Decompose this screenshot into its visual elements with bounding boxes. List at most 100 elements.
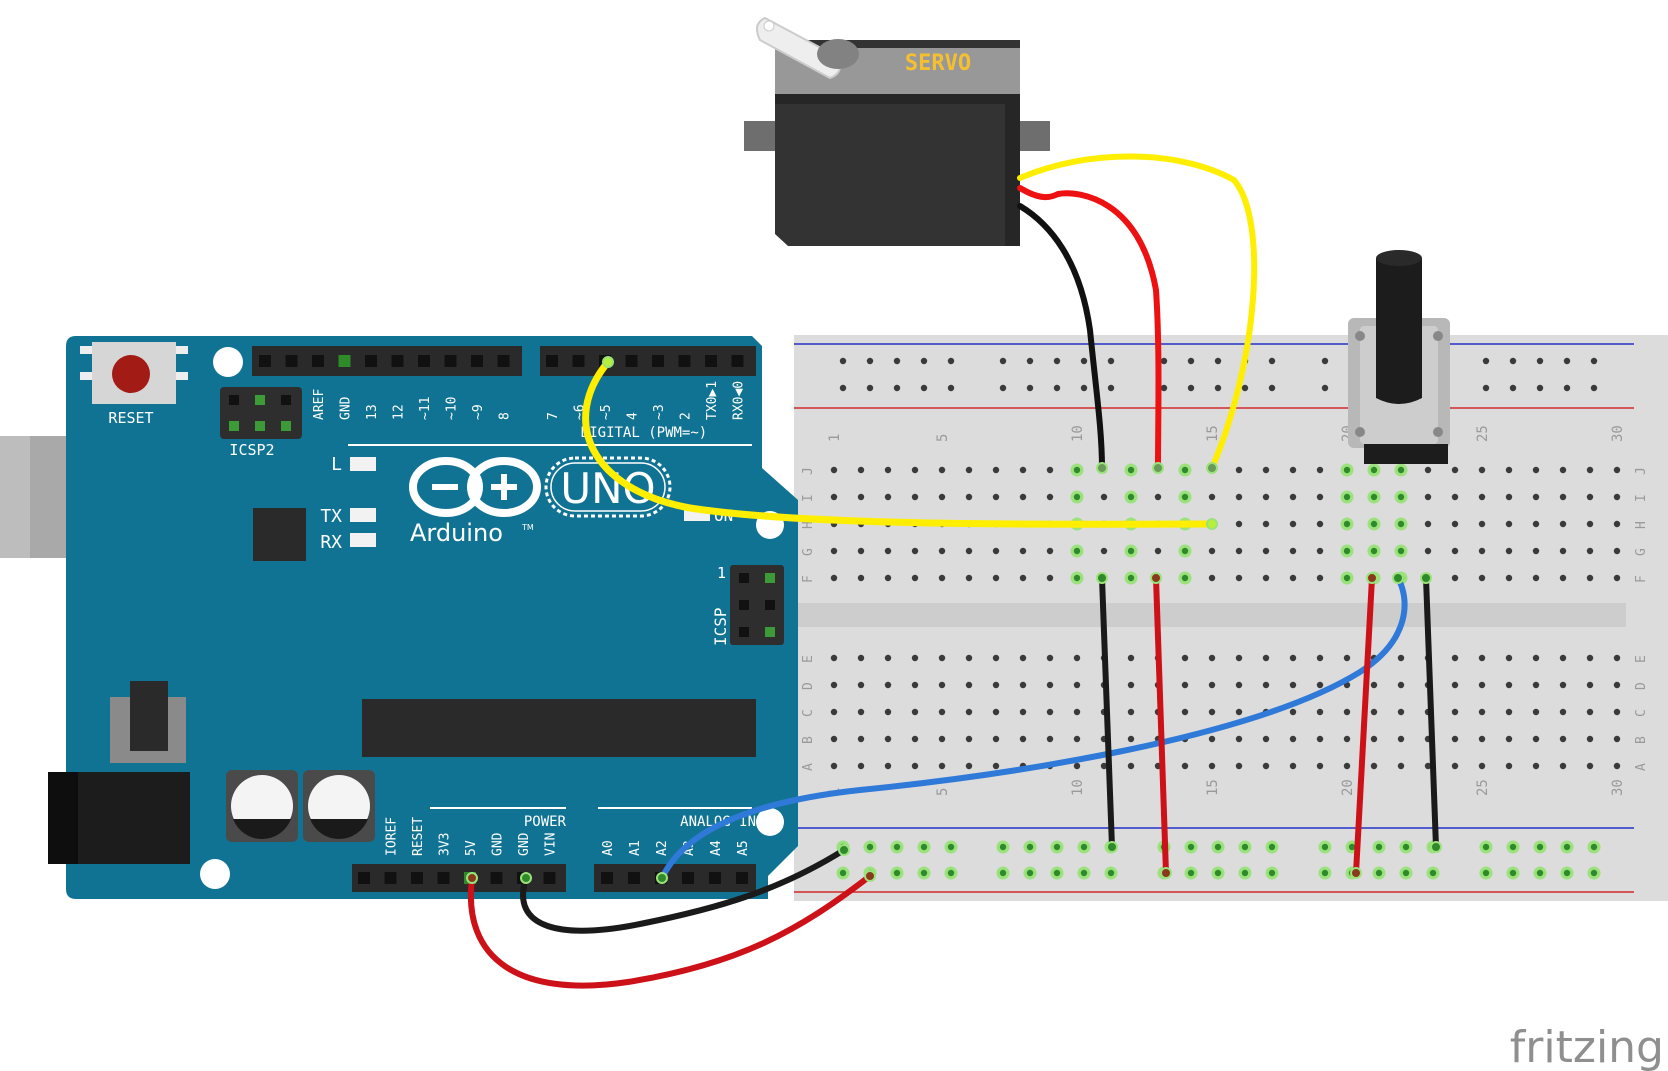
rail-hole[interactable] bbox=[1482, 843, 1490, 851]
wire-endpoint[interactable] bbox=[1392, 572, 1404, 584]
breadboard-hole[interactable] bbox=[1289, 654, 1297, 662]
breadboard-hole[interactable] bbox=[857, 681, 865, 689]
breadboard-hole[interactable] bbox=[1559, 466, 1567, 474]
header-socket[interactable] bbox=[338, 355, 351, 367]
rail-hole[interactable] bbox=[1026, 869, 1034, 877]
rail-hole[interactable] bbox=[920, 357, 928, 365]
breadboard-hole[interactable] bbox=[992, 493, 1000, 501]
breadboard-hole[interactable] bbox=[1019, 466, 1027, 474]
breadboard-hole[interactable] bbox=[1316, 762, 1324, 770]
breadboard-hole[interactable] bbox=[884, 681, 892, 689]
breadboard-hole[interactable] bbox=[1235, 735, 1243, 743]
breadboard-hole[interactable] bbox=[830, 681, 838, 689]
rail-hole[interactable] bbox=[866, 357, 874, 365]
breadboard-hole[interactable] bbox=[938, 466, 946, 474]
breadboard-hole[interactable] bbox=[1019, 574, 1027, 582]
rail-hole[interactable] bbox=[947, 843, 955, 851]
servo-lead-ground[interactable] bbox=[1017, 203, 1105, 471]
rail-hole[interactable] bbox=[999, 869, 1007, 877]
rail-hole[interactable] bbox=[1482, 869, 1490, 877]
breadboard-hole[interactable] bbox=[1370, 466, 1378, 474]
breadboard-hole[interactable] bbox=[1397, 762, 1405, 770]
jumper-red-col12[interactable] bbox=[1153, 575, 1169, 876]
breadboard-hole[interactable] bbox=[965, 493, 973, 501]
breadboard-hole[interactable] bbox=[1127, 466, 1135, 474]
breadboard-hole[interactable] bbox=[1397, 654, 1405, 662]
breadboard-hole[interactable] bbox=[1505, 574, 1513, 582]
power-socket[interactable] bbox=[411, 872, 423, 884]
breadboard-hole[interactable] bbox=[965, 466, 973, 474]
breadboard-hole[interactable] bbox=[1532, 574, 1540, 582]
breadboard-hole[interactable] bbox=[1019, 493, 1027, 501]
breadboard-hole[interactable] bbox=[1478, 574, 1486, 582]
breadboard-hole[interactable] bbox=[1343, 520, 1351, 528]
wire-endpoint[interactable] bbox=[1152, 462, 1164, 474]
breadboard-hole[interactable] bbox=[1208, 735, 1216, 743]
breadboard-hole[interactable] bbox=[1613, 735, 1621, 743]
breadboard-hole[interactable] bbox=[1478, 654, 1486, 662]
breadboard-hole[interactable] bbox=[1505, 547, 1513, 555]
breadboard-hole[interactable] bbox=[1235, 654, 1243, 662]
breadboard-hole[interactable] bbox=[857, 493, 865, 501]
breadboard-hole[interactable] bbox=[1208, 547, 1216, 555]
jumper-black-col23[interactable] bbox=[1423, 575, 1439, 850]
wire-endpoint[interactable] bbox=[864, 870, 876, 882]
breadboard-hole[interactable] bbox=[965, 547, 973, 555]
breadboard-hole[interactable] bbox=[965, 654, 973, 662]
breadboard-hole[interactable] bbox=[1532, 547, 1540, 555]
breadboard-hole[interactable] bbox=[1019, 681, 1027, 689]
breadboard-hole[interactable] bbox=[992, 681, 1000, 689]
header-socket[interactable] bbox=[418, 355, 430, 367]
analog-socket[interactable] bbox=[682, 872, 694, 884]
wire-endpoint[interactable] bbox=[838, 844, 850, 856]
breadboard-hole[interactable] bbox=[1370, 681, 1378, 689]
breadboard-hole[interactable] bbox=[965, 681, 973, 689]
rail-hole[interactable] bbox=[866, 843, 874, 851]
wire-endpoint[interactable] bbox=[520, 872, 532, 884]
breadboard-hole[interactable] bbox=[938, 574, 946, 582]
rail-hole[interactable] bbox=[1026, 357, 1034, 365]
breadboard-hole[interactable] bbox=[1208, 574, 1216, 582]
wire-endpoint[interactable] bbox=[1096, 572, 1108, 584]
wire-endpoint[interactable] bbox=[1150, 572, 1162, 584]
rail-hole[interactable] bbox=[866, 384, 874, 392]
header-socket[interactable] bbox=[652, 355, 664, 367]
breadboard-hole[interactable] bbox=[1532, 681, 1540, 689]
breadboard-hole[interactable] bbox=[1559, 654, 1567, 662]
reset-button-cap[interactable] bbox=[112, 355, 150, 393]
jumper-black-col10[interactable] bbox=[1099, 575, 1115, 850]
breadboard-hole[interactable] bbox=[1451, 654, 1459, 662]
potentiometer-knob[interactable] bbox=[1376, 258, 1422, 404]
breadboard-hole[interactable] bbox=[830, 574, 838, 582]
breadboard-hole[interactable] bbox=[1343, 654, 1351, 662]
rail-hole[interactable] bbox=[1590, 843, 1598, 851]
breadboard-hole[interactable] bbox=[857, 735, 865, 743]
breadboard-hole[interactable] bbox=[1235, 681, 1243, 689]
rail-hole[interactable] bbox=[1536, 357, 1544, 365]
breadboard-hole[interactable] bbox=[1559, 708, 1567, 716]
rail-hole[interactable] bbox=[1160, 384, 1168, 392]
rail-hole[interactable] bbox=[1187, 357, 1195, 365]
rail-hole[interactable] bbox=[1536, 843, 1544, 851]
icsp-pin[interactable] bbox=[765, 573, 775, 583]
breadboard-hole[interactable] bbox=[992, 708, 1000, 716]
breadboard-hole[interactable] bbox=[884, 574, 892, 582]
rail-hole[interactable] bbox=[920, 843, 928, 851]
breadboard-hole[interactable] bbox=[1370, 547, 1378, 555]
wire-endpoint[interactable] bbox=[466, 872, 478, 884]
rail-hole[interactable] bbox=[1241, 384, 1249, 392]
breadboard-hole[interactable] bbox=[1073, 493, 1081, 501]
rail-hole[interactable] bbox=[999, 384, 1007, 392]
rail-hole[interactable] bbox=[893, 843, 901, 851]
breadboard-hole[interactable] bbox=[1613, 547, 1621, 555]
wire-endpoint[interactable] bbox=[1206, 518, 1218, 530]
breadboard-hole[interactable] bbox=[1289, 735, 1297, 743]
breadboard-hole[interactable] bbox=[1181, 574, 1189, 582]
breadboard-hole[interactable] bbox=[1370, 520, 1378, 528]
breadboard-hole[interactable] bbox=[1451, 708, 1459, 716]
icsp2-pin[interactable] bbox=[255, 421, 265, 431]
rail-hole[interactable] bbox=[839, 357, 847, 365]
breadboard-hole[interactable] bbox=[1586, 654, 1594, 662]
rail-hole[interactable] bbox=[947, 869, 955, 877]
breadboard-hole[interactable] bbox=[1289, 493, 1297, 501]
